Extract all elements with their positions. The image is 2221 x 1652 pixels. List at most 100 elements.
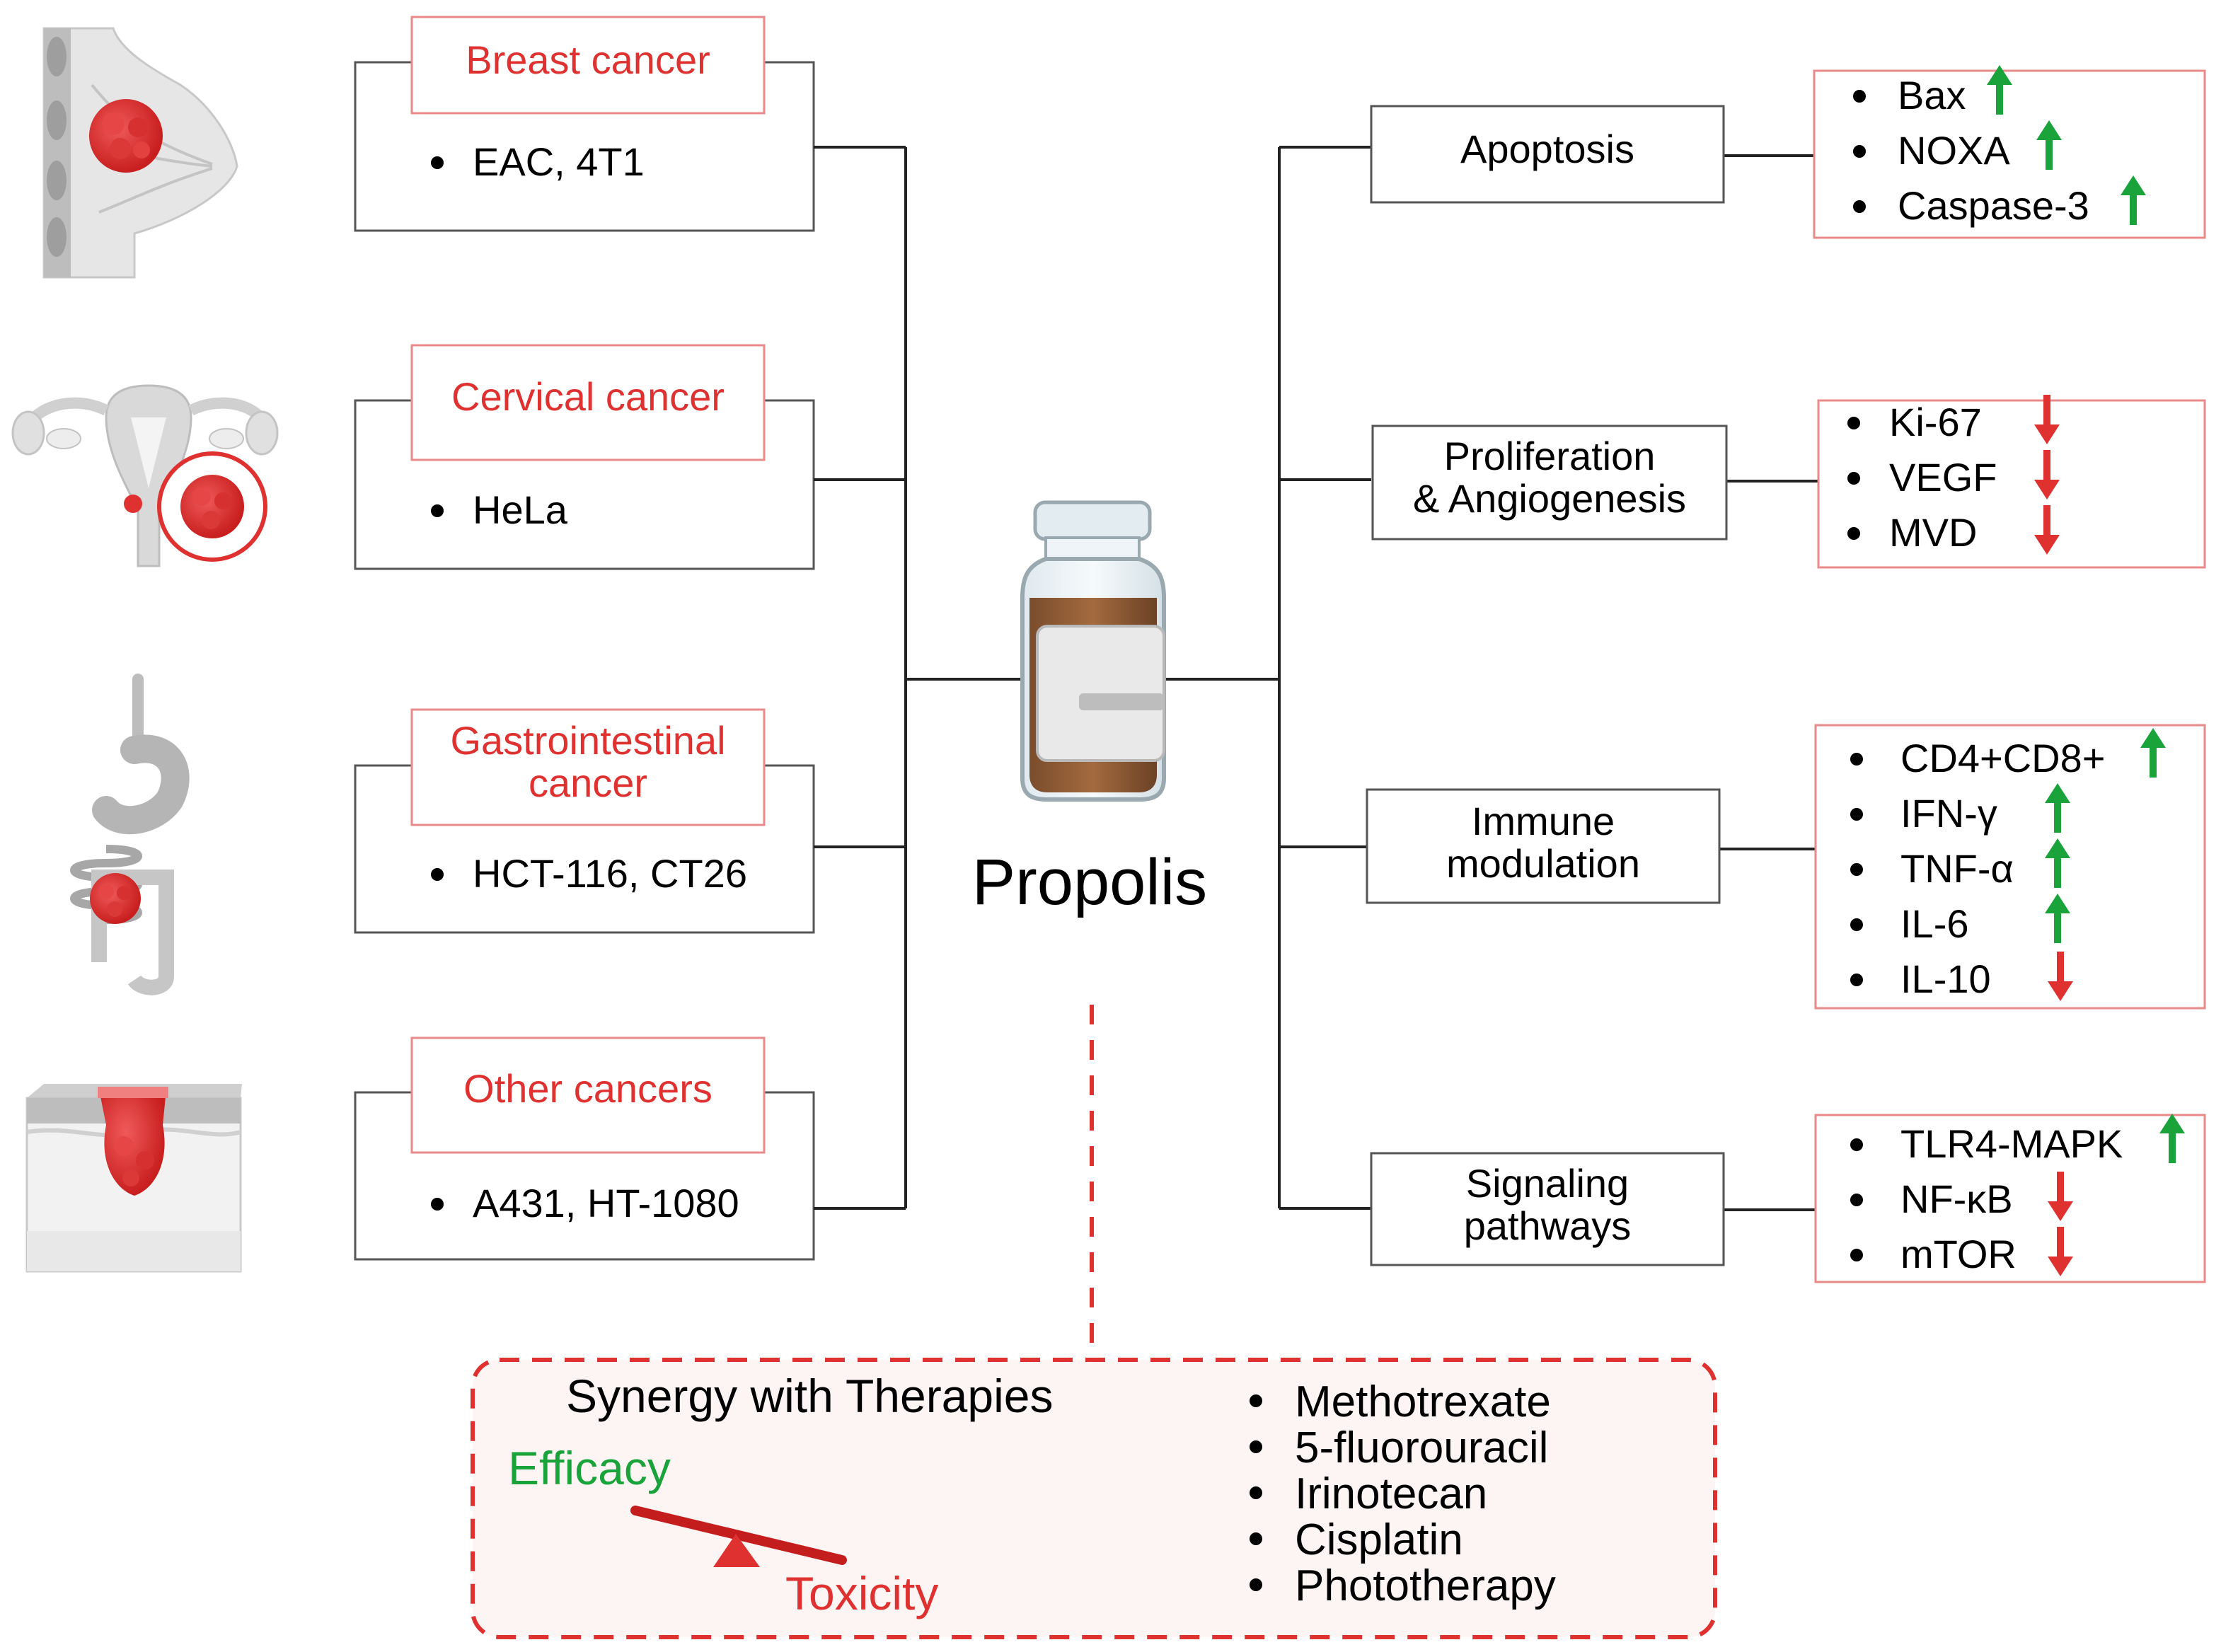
mechanism-box	[1370, 105, 1725, 204]
cell-line: A431, HT-1080	[473, 1181, 739, 1225]
mechanism-label: modulation	[1446, 841, 1640, 886]
cancer-label-box	[410, 344, 766, 461]
mechanism-label: pathways	[1464, 1203, 1632, 1248]
bullet	[1853, 145, 1866, 158]
marker-text: IFN-γ	[1900, 791, 1997, 836]
arrow-down-icon	[2034, 395, 2060, 444]
center-title: Propolis	[972, 846, 1207, 918]
bullet	[1850, 1194, 1863, 1206]
marker-box	[1817, 399, 2206, 569]
arrow-up-icon	[2045, 838, 2070, 888]
arrow-up-icon	[2159, 1114, 2185, 1163]
bullet	[1250, 1440, 1262, 1453]
mechanism-box	[1371, 424, 1728, 541]
cancer-name: Cervical cancer	[451, 374, 725, 419]
bullet	[1850, 1249, 1863, 1261]
cell-line: HCT-116, CT26	[473, 851, 747, 896]
bullet	[1853, 200, 1866, 213]
marker-text: TLR4-MAPK	[1900, 1121, 2123, 1166]
digestive-tract-tumor-illustration	[70, 674, 190, 995]
arrow-up-icon	[1987, 65, 2012, 115]
cancer-label-box	[410, 1036, 766, 1154]
bullet	[431, 868, 444, 881]
bullet	[1847, 527, 1860, 540]
propolis-vial-icon	[1020, 500, 1166, 802]
mechanism-label: Proliferation	[1444, 434, 1656, 478]
bullet	[1850, 1138, 1863, 1151]
cell-line: HeLa	[473, 487, 568, 532]
arrow-up-icon	[2036, 120, 2062, 170]
arrow-up-icon	[2045, 894, 2070, 943]
arrow-up-icon	[2140, 728, 2166, 778]
marker-text: NF-κB	[1900, 1177, 2013, 1221]
mechanism-label: Apoptosis	[1460, 127, 1634, 171]
arrow-down-icon	[2034, 450, 2060, 499]
therapy-item: Phototherapy	[1295, 1561, 1556, 1610]
marker-box	[1814, 724, 2206, 1010]
marker-text: VEGF	[1889, 455, 1997, 499]
therapy-list: Methotrexate5-fluorouracilIrinotecanCisp…	[1250, 1377, 1556, 1610]
mechanism-label: & Angiogenesis	[1413, 476, 1686, 521]
bullet	[1250, 1578, 1262, 1591]
marker-text: Caspase-3	[1898, 183, 2089, 228]
bullet	[1850, 808, 1863, 821]
bullet	[1853, 90, 1866, 103]
synergy-title: Synergy with Therapies	[566, 1370, 1053, 1422]
synergy-panel: Synergy with Therapies Efficacy Toxicity…	[471, 1005, 1717, 1639]
bullet	[431, 1198, 444, 1211]
cancer-label-box	[410, 708, 766, 826]
marker-text: CD4+CD8+	[1900, 736, 2105, 780]
mechanism-box	[1370, 1152, 1725, 1266]
arrow-down-icon	[2048, 1227, 2073, 1276]
bullet	[431, 156, 444, 169]
therapy-item: Irinotecan	[1295, 1469, 1487, 1518]
bullet	[1850, 918, 1863, 931]
marker-text: Bax	[1898, 73, 1966, 117]
arrow-down-icon	[2048, 952, 2073, 1001]
connector-lines	[814, 146, 1818, 1211]
cancer-name: Breast cancer	[466, 37, 710, 82]
marker-text: TNF-α	[1900, 846, 2014, 891]
arrow-up-icon	[2045, 783, 2070, 833]
marker-box	[1814, 1114, 2206, 1283]
marker-text: IL-6	[1900, 901, 1969, 946]
marker-text: mTOR	[1900, 1232, 2017, 1276]
marker-box	[1813, 69, 2206, 239]
marker-text: NOXA	[1898, 128, 2010, 173]
marker-text: Ki-67	[1889, 400, 1982, 444]
cancer-name: Other cancers	[463, 1066, 713, 1111]
bullet	[1850, 974, 1863, 986]
cell-line: EAC, 4T1	[473, 139, 645, 184]
balance-scale-icon	[630, 1506, 847, 1567]
therapy-item: 5-fluorouracil	[1295, 1423, 1548, 1472]
cancer-label-box	[410, 16, 766, 115]
mechanism-label: Immune	[1472, 799, 1615, 843]
bullet	[1250, 1486, 1262, 1499]
bullet	[431, 504, 444, 517]
breast-tumor-illustration	[42, 27, 238, 279]
uterus-tumor-illustration	[11, 384, 279, 567]
marker-text: MVD	[1889, 510, 1977, 555]
skin-tumor-illustration	[25, 1084, 242, 1273]
bullet	[1847, 472, 1860, 485]
mechanism-label: Signaling	[1466, 1161, 1629, 1206]
arrow-down-icon	[2034, 505, 2060, 555]
therapy-item: Methotrexate	[1295, 1377, 1551, 1426]
bullet	[1250, 1532, 1262, 1545]
marker-text: IL-10	[1900, 957, 1991, 1001]
bullet	[1850, 753, 1863, 766]
cancer-name: cancer	[529, 761, 647, 805]
therapy-item: Cisplatin	[1295, 1515, 1463, 1564]
bullet	[1850, 863, 1863, 876]
efficacy-label: Efficacy	[508, 1442, 671, 1494]
